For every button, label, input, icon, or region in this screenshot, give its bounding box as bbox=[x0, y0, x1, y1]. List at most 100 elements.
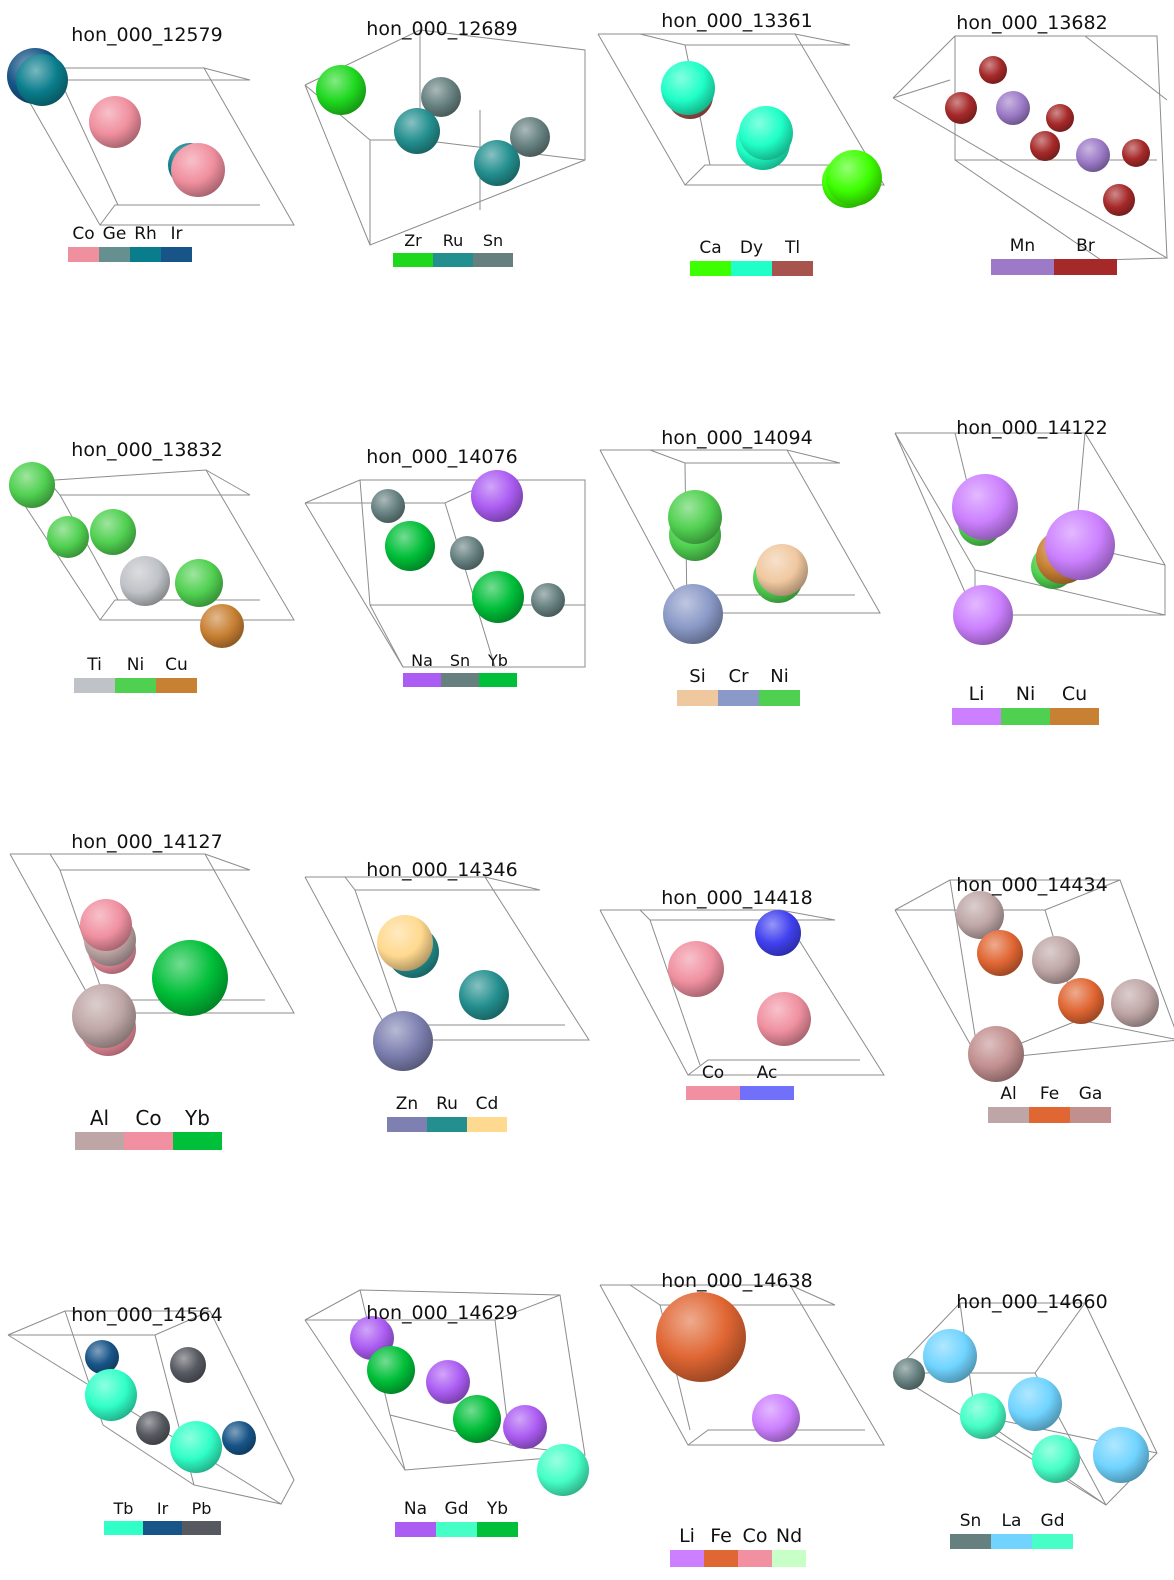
legend-label: Ir bbox=[170, 224, 183, 244]
atom-ni bbox=[90, 509, 136, 555]
legend-swatch bbox=[686, 1086, 740, 1100]
legend-swatch bbox=[1070, 1107, 1111, 1123]
structure-id-title: hon_000_14638 bbox=[661, 1270, 813, 1292]
unit-cell-view bbox=[7, 48, 295, 226]
legend-label: Li bbox=[968, 683, 985, 705]
atom-gd bbox=[960, 1393, 1006, 1439]
legend-swatch bbox=[950, 1534, 991, 1549]
atom-cd bbox=[377, 915, 433, 971]
structure-id-title: hon_000_14434 bbox=[956, 874, 1108, 896]
legend-label: Cu bbox=[1061, 683, 1088, 705]
cell-edge bbox=[894, 432, 1166, 616]
element-legend: Na Gd Yb bbox=[395, 1501, 518, 1537]
legend-label: Mn bbox=[1009, 236, 1036, 256]
legend-swatch bbox=[991, 1534, 1032, 1549]
legend-entry: Zr bbox=[393, 233, 433, 267]
unit-cell-view bbox=[599, 1284, 885, 1446]
atom-sn bbox=[510, 117, 550, 157]
legend-swatch bbox=[393, 253, 433, 267]
cell-edge bbox=[892, 79, 951, 99]
legend-swatch bbox=[740, 1086, 794, 1100]
legend-entry: Gd bbox=[436, 1501, 477, 1537]
atom-zn bbox=[373, 1011, 433, 1071]
cell-edge bbox=[59, 494, 119, 601]
unit-cell-view bbox=[304, 470, 586, 668]
cell-edge bbox=[102, 1424, 195, 1486]
cell-edge bbox=[389, 1414, 511, 1446]
legend-entry: Al bbox=[988, 1086, 1029, 1123]
cell-edge bbox=[444, 502, 496, 668]
legend-entry: Pb bbox=[182, 1501, 221, 1535]
cell-edge bbox=[687, 1429, 865, 1446]
legend-label: Al bbox=[89, 1106, 110, 1130]
legend-label: Sn bbox=[959, 1511, 982, 1531]
cell-edge bbox=[369, 604, 404, 668]
atom-ru bbox=[459, 970, 509, 1020]
legend-label: Fe bbox=[1039, 1084, 1060, 1104]
cell-edge bbox=[304, 479, 586, 668]
legend-label: Sn bbox=[449, 651, 471, 670]
atom-ru bbox=[474, 140, 520, 186]
atom-ir bbox=[222, 1421, 256, 1455]
legend-swatch bbox=[436, 1522, 477, 1537]
atom-sn bbox=[450, 536, 484, 570]
legend-entry: Ni bbox=[1001, 685, 1050, 725]
legend-swatch bbox=[427, 1117, 467, 1132]
legend-entry: Sn bbox=[950, 1513, 991, 1549]
legend-label: Dy bbox=[739, 238, 764, 258]
legend-label: Co bbox=[742, 1525, 768, 1547]
legend-entry: Zn bbox=[387, 1096, 427, 1132]
cell-edge bbox=[893, 1302, 1086, 1374]
legend-entry: Na bbox=[395, 1501, 436, 1537]
atom-sn bbox=[893, 1358, 925, 1390]
atom-co bbox=[757, 992, 811, 1046]
structure-id-title: hon_000_14629 bbox=[366, 1302, 518, 1324]
atom-la bbox=[923, 1329, 977, 1383]
atom-dy bbox=[661, 61, 715, 115]
structure-id-title: hon_000_14122 bbox=[956, 417, 1108, 439]
atom-tb bbox=[85, 1369, 137, 1421]
legend-swatch bbox=[75, 1132, 124, 1150]
cell-edge bbox=[789, 1284, 836, 1306]
cell-edge bbox=[204, 853, 251, 871]
legend-label: Br bbox=[1076, 236, 1095, 256]
legend-label: Na bbox=[403, 1499, 428, 1519]
atom-al bbox=[956, 891, 1004, 939]
cell-edge bbox=[354, 889, 406, 1036]
legend-label: Yb bbox=[486, 1499, 509, 1519]
legend-swatch bbox=[99, 247, 130, 262]
legend-label: Ni bbox=[126, 655, 145, 675]
cell-edge bbox=[304, 876, 590, 1041]
structure-id-title: hon_000_14418 bbox=[661, 887, 813, 909]
legend-swatch bbox=[143, 1521, 182, 1535]
atom-li bbox=[952, 474, 1018, 540]
atom-ca bbox=[826, 150, 882, 206]
atom-si bbox=[756, 544, 808, 596]
legend-label: Ru bbox=[436, 1094, 458, 1114]
atom-gd bbox=[1032, 1435, 1080, 1483]
legend-label: Ca bbox=[699, 238, 722, 258]
atom-pb bbox=[170, 1347, 206, 1383]
unit-cell-view bbox=[597, 33, 885, 208]
unit-cell-view bbox=[894, 432, 1166, 645]
cell-edge bbox=[59, 79, 119, 206]
atom-rh bbox=[16, 54, 68, 106]
legend-label: Ga bbox=[1078, 1084, 1103, 1104]
atom-na bbox=[426, 1360, 470, 1404]
legend-entry: Sn bbox=[441, 653, 479, 687]
legend-label: Co bbox=[72, 224, 95, 244]
legend-label: Cu bbox=[165, 655, 188, 675]
cell-edge bbox=[892, 35, 1168, 259]
structure-id-title: hon_000_12689 bbox=[366, 18, 518, 40]
structure-id-title: hon_000_14564 bbox=[71, 1304, 223, 1326]
